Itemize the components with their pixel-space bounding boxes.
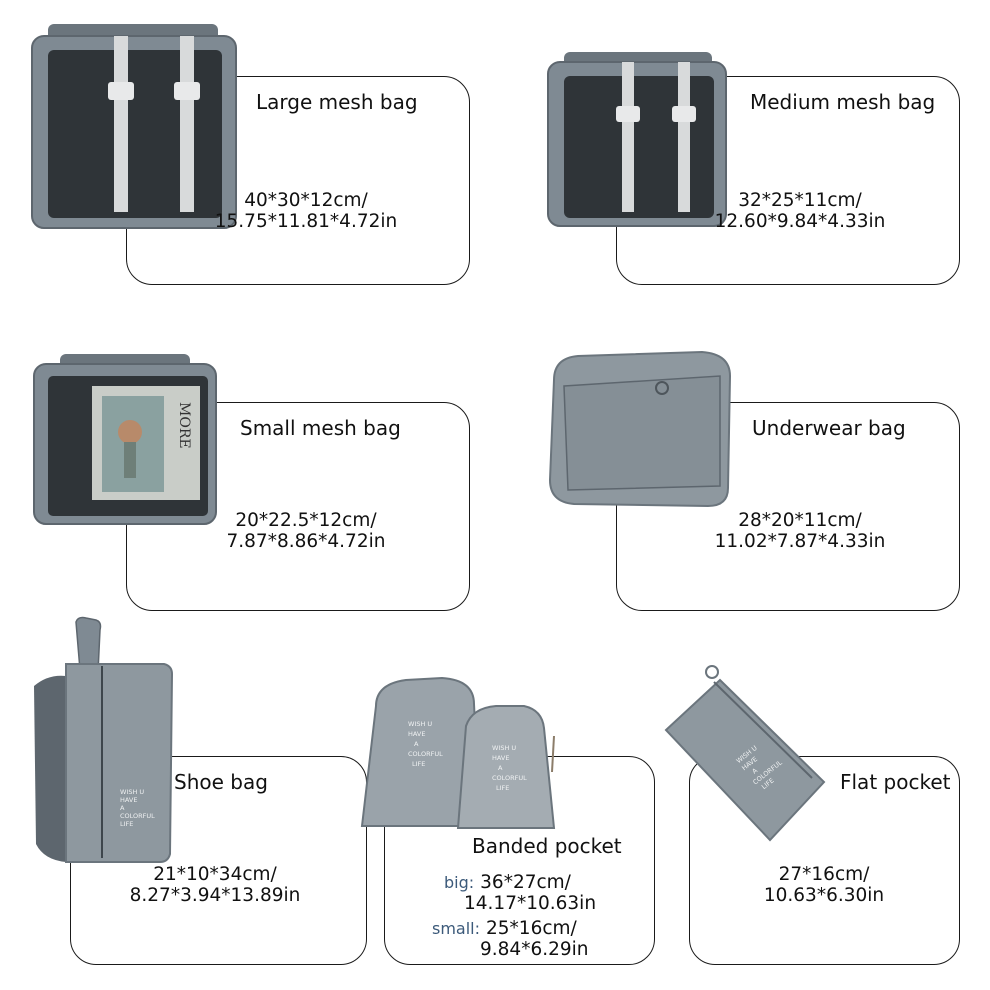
dimension-imperial: 9.84*6.29in	[480, 939, 589, 960]
dimension-imperial: 7.87*8.86*4.72in	[226, 531, 386, 552]
banded-pocket-image: WISH U HAVE A COLORFUL LIFE WISH U HAVE …	[360, 676, 556, 829]
bag-print-line: HAVE	[408, 730, 425, 738]
dimension-metric: 25*16cm/	[486, 918, 577, 939]
dimension-imperial: 10.63*6.30in	[763, 885, 885, 906]
bag-print-line: HAVE	[492, 754, 509, 762]
product-name: Shoe bag	[174, 770, 268, 794]
bag-print-line: LIFE	[120, 820, 133, 828]
bag-print-line: COLORFUL	[408, 750, 443, 758]
dimension-imperial: 15.75*11.81*4.72in	[214, 211, 398, 232]
bag-print-line: WISH U	[492, 744, 516, 752]
product-dimensions: 21*10*34cm/ 8.27*3.94*13.89in	[110, 864, 320, 906]
product-name: Banded pocket	[472, 834, 622, 858]
product-name: Large mesh bag	[256, 90, 418, 114]
product-name: Underwear bag	[752, 416, 906, 440]
product-dimensions: 27*16cm/ 10.63*6.30in	[734, 864, 914, 906]
dimension-imperial: 12.60*9.84*4.33in	[714, 211, 886, 232]
dimension-metric: 40*30*12cm/	[244, 190, 368, 211]
bag-print-line: LIFE	[496, 784, 509, 792]
large-mesh-bag-image	[31, 24, 237, 229]
product-dimensions: 40*30*12cm/ 15.75*11.81*4.72in	[196, 190, 416, 232]
dimension-metric: 36*27cm/	[480, 872, 571, 893]
medium-mesh-bag-image	[547, 52, 727, 227]
product-dimensions: 28*20*11cm/ 11.02*7.87*4.33in	[690, 510, 910, 552]
svg-text:WISH U HAVE A COLO: WISH U HAVE A COLORFUL LIFE	[408, 720, 445, 768]
bag-print-line: A	[414, 740, 419, 748]
bag-print-line: COLORFUL	[492, 774, 527, 782]
product-dimensions: 32*25*11cm/ 12.60*9.84*4.33in	[700, 190, 900, 232]
dimension-imperial: 14.17*10.63in	[464, 893, 597, 914]
photo-text: MORE	[176, 402, 192, 449]
dimension-metric: 32*25*11cm/	[738, 190, 862, 211]
dimension-metric: 20*22.5*12cm/	[235, 510, 377, 531]
dimension-imperial: 11.02*7.87*4.33in	[714, 531, 886, 552]
dimension-metric: 28*20*11cm/	[738, 510, 862, 531]
product-dimensions-small: small: 25*16cm/ 9.84*6.29in	[432, 918, 632, 960]
product-name: Flat pocket	[840, 770, 951, 794]
product-name: Small mesh bag	[240, 416, 401, 440]
underwear-bag-image	[548, 350, 732, 508]
bag-print-line: WISH U	[408, 720, 432, 728]
svg-text:WISH U HAVE A COLO: WISH U HAVE A COLORFUL LIFE	[492, 744, 529, 792]
bag-print-line: HAVE	[120, 796, 137, 804]
dimension-metric: 21*10*34cm/	[153, 864, 277, 885]
size-tag-big: big:	[444, 873, 475, 892]
svg-text:WISH U HAVE A COLO: WISH U HAVE A COLORFUL LIFE	[120, 788, 157, 828]
bag-print-line: LIFE	[412, 760, 425, 768]
bag-print-line: COLORFUL	[120, 812, 155, 820]
bag-print-line: A	[120, 804, 125, 812]
dimension-imperial: 8.27*3.94*13.89in	[129, 885, 301, 906]
product-dimensions: 20*22.5*12cm/ 7.87*8.86*4.72in	[196, 510, 416, 552]
flat-pocket-image: WISH U HAVE A COLORFUL LIFE	[664, 665, 826, 842]
product-name: Medium mesh bag	[750, 90, 936, 114]
size-tag-small: small:	[432, 919, 481, 938]
shoe-bag-image: WISH U HAVE A COLORFUL LIFE	[34, 616, 174, 863]
small-mesh-bag-image: MORE	[33, 354, 217, 525]
bag-print-line: A	[498, 764, 503, 772]
bag-print-line: WISH U	[120, 788, 144, 796]
bag-print-line: A	[751, 766, 760, 775]
dimension-metric: 27*16cm/	[778, 864, 870, 885]
product-dimensions-big: big: 36*27cm/ 14.17*10.63in	[444, 872, 644, 914]
